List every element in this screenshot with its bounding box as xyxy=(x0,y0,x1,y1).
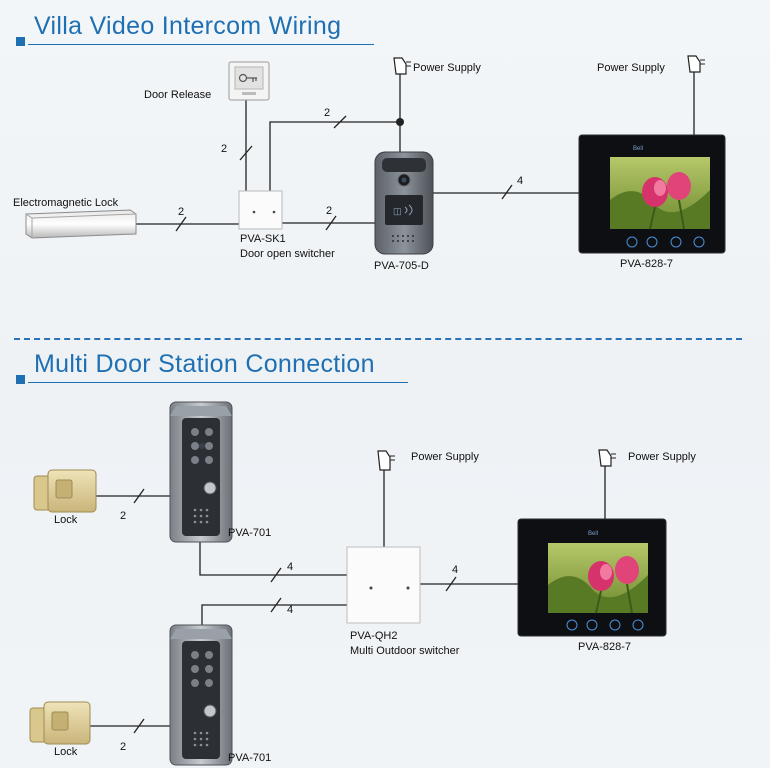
wire-count: 2 xyxy=(324,107,331,119)
section-2-marker xyxy=(16,375,25,384)
em-lock-label: Electromagnetic Lock xyxy=(13,197,119,209)
electromagnetic-lock xyxy=(25,209,137,239)
power-supply-label: Power Supply xyxy=(411,451,479,463)
indoor-monitor: Bell xyxy=(578,134,726,254)
multi-outdoor-switcher xyxy=(346,546,421,624)
section-2-wires xyxy=(82,472,606,734)
section-divider xyxy=(14,338,742,340)
svg-text:Bell: Bell xyxy=(633,146,643,152)
wire-count: 4 xyxy=(287,561,294,573)
power-adapter-icon xyxy=(598,449,616,472)
outdoor-unit xyxy=(169,624,233,766)
sk1-desc-label: Door open switcher xyxy=(240,248,335,260)
outdoor-unit-label: PVA-701 xyxy=(228,752,272,764)
outdoor-unit-label: PVA-701 xyxy=(228,527,272,539)
section-2-underline xyxy=(28,382,408,383)
svg-text:Bell: Bell xyxy=(588,531,598,537)
wire-count: 2 xyxy=(120,510,127,522)
lock-label: Lock xyxy=(54,746,78,758)
section-1-title: Villa Video Intercom Wiring xyxy=(34,12,342,40)
svg-text:◫: ◫ xyxy=(393,206,402,216)
qh2-model-label: PVA-QH2 xyxy=(350,630,398,642)
door-open-switcher xyxy=(238,190,283,230)
door-station-label: PVA-705-D xyxy=(374,260,429,272)
wire-count: 4 xyxy=(517,175,524,187)
monitor-label: PVA-828-7 xyxy=(578,641,631,653)
section-2-title: Multi Door Station Connection xyxy=(34,350,375,378)
rim-lock xyxy=(33,469,97,513)
wire-count: 2 xyxy=(326,205,333,217)
wire-count: 4 xyxy=(452,564,459,576)
wire-count: 4 xyxy=(287,604,294,616)
wire-count: 2 xyxy=(178,206,185,218)
power-supply-label: Power Supply xyxy=(413,62,481,74)
door-release-label: Door Release xyxy=(144,89,212,101)
lock-label: Lock xyxy=(54,514,78,526)
power-supply-label: Power Supply xyxy=(628,451,696,463)
qh2-desc-label: Multi Outdoor switcher xyxy=(350,645,460,657)
door-station: ◫ xyxy=(374,151,434,255)
wire-count: 2 xyxy=(221,143,228,155)
rim-lock xyxy=(29,701,91,745)
section-1-underline xyxy=(28,44,374,45)
power-adapter-icon xyxy=(377,450,395,478)
monitor-label: PVA-828-7 xyxy=(620,258,673,270)
section-1-wires xyxy=(135,78,695,232)
power-adapter-icon xyxy=(393,57,411,80)
indoor-monitor: Bell xyxy=(517,518,667,637)
outdoor-unit xyxy=(169,401,233,543)
junction-dot xyxy=(396,118,404,126)
sk1-model-label: PVA-SK1 xyxy=(240,233,286,245)
exit-button-icon xyxy=(228,61,270,101)
wire-count: 2 xyxy=(120,741,127,753)
power-supply-label: Power Supply xyxy=(597,62,665,74)
section-1-marker xyxy=(16,37,25,46)
power-adapter-icon xyxy=(687,55,705,78)
